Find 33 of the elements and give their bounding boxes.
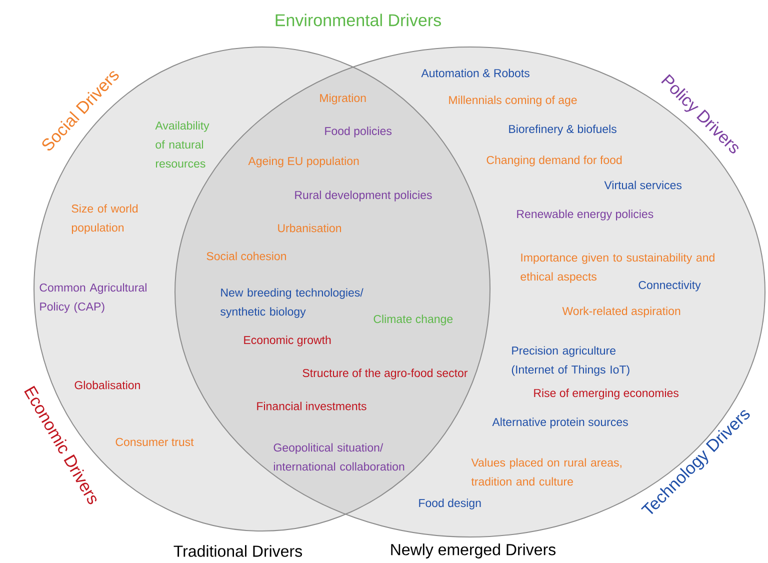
driver-label: Renewable energy policies (517, 210, 654, 220)
driver-label: Rise of emerging economies (534, 388, 678, 400)
driver-label: Availability of natural resources (155, 121, 210, 168)
driver-label: Automation & Robots (421, 68, 530, 78)
driver-label: Migration (320, 94, 366, 104)
driver-label: Millennials coming of age (449, 96, 577, 106)
driver-label: Work-related aspiration (562, 306, 680, 318)
driver-label: Geopolitical situation/ international collaboration (274, 443, 404, 471)
driver-label: Ageing EU population (248, 156, 359, 168)
driver-label: Common Agricultural Policy (CAP) (40, 283, 146, 313)
driver-label: Precision agriculture (Internet of Things IoT) (512, 346, 630, 376)
driver-label: Financial investments (257, 402, 366, 410)
driver-label: Urbanisation (278, 224, 341, 232)
driver-label: Rural development policies (295, 190, 432, 202)
category-title: Environmental Drivers (276, 14, 441, 26)
driver-label: Food design (419, 498, 481, 510)
driver-label: Size of world population (72, 204, 138, 234)
driver-label: Economic growth (244, 336, 331, 346)
driver-label: New breeding technologies/ synthetic biology (220, 288, 364, 318)
circle-heading: Newly emerged Drivers (391, 544, 556, 558)
driver-label: Virtual services (604, 180, 682, 190)
driver-label: Climate change (374, 314, 453, 326)
driver-label: Social cohesion (206, 252, 286, 260)
circle-heading: Traditional Drivers (174, 545, 302, 557)
driver-label: Consumer trust (116, 438, 194, 446)
driver-label: Food policies (325, 126, 392, 138)
driver-label: Globalisation (74, 380, 140, 390)
driver-label: Biorefinery & biofuels (509, 124, 616, 136)
driver-label: Connectivity (638, 280, 701, 292)
driver-label: Structure of the agro-food sector (302, 368, 468, 380)
driver-label: Alternative protein sources (492, 418, 628, 428)
driver-label: Values placed on rural areas, tradition and culture (471, 458, 622, 486)
driver-label: Changing demand for food (486, 156, 622, 166)
